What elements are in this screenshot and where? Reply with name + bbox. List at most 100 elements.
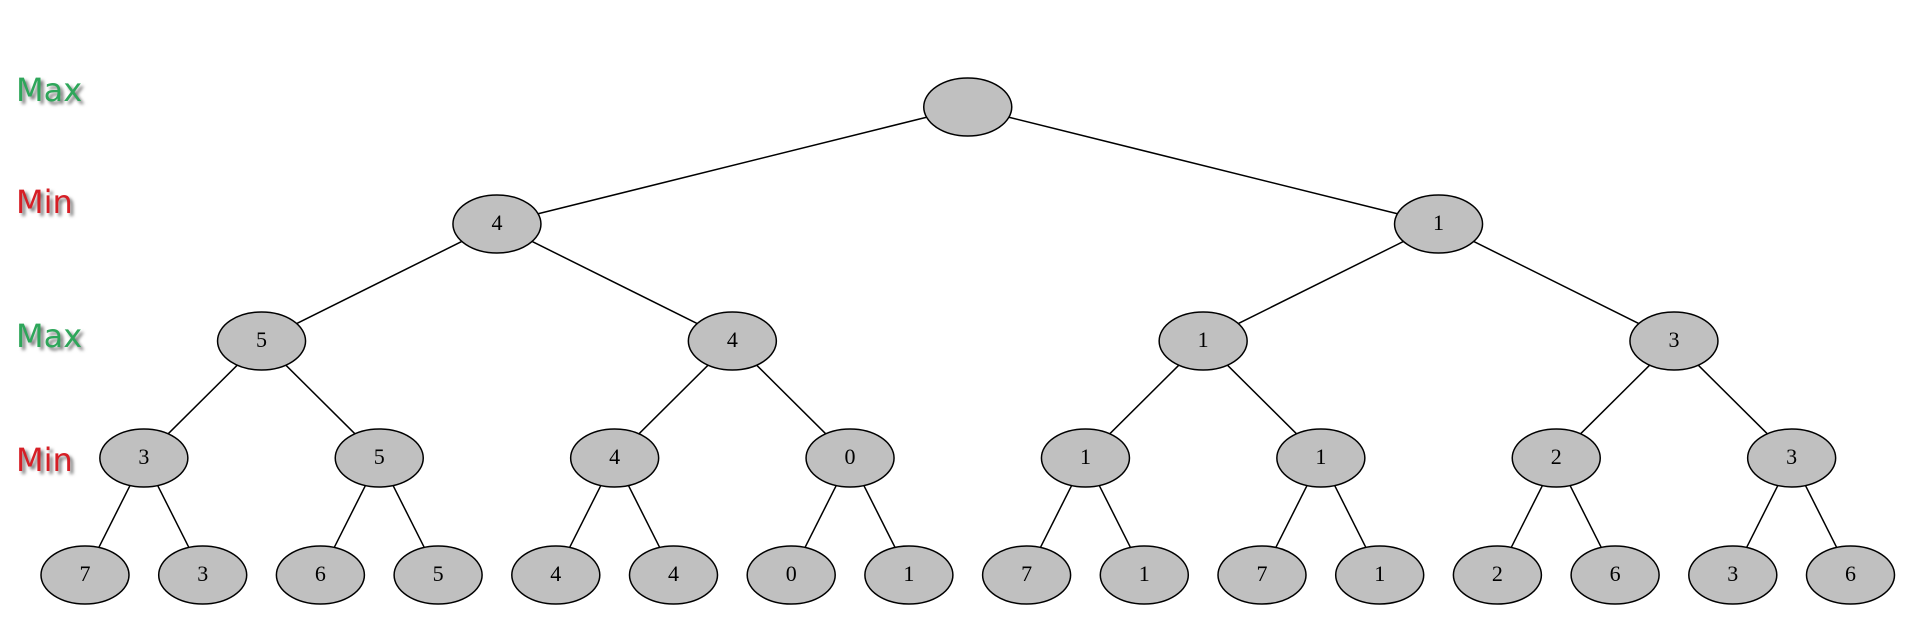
node-value-label: 2 [1551, 444, 1562, 469]
node-ellipse [1629, 311, 1719, 371]
node-value-label: 2 [1492, 561, 1503, 586]
tree-edge [863, 485, 896, 548]
tree-node-root [923, 77, 1013, 137]
tree-node: 4 [628, 545, 719, 605]
tree-edge [531, 240, 698, 325]
node-value-label: 0 [845, 444, 856, 469]
node-ellipse [275, 545, 366, 605]
tree-edge [1745, 485, 1779, 548]
node-value-label: 7 [80, 561, 91, 586]
node-value-label: 3 [1727, 561, 1738, 586]
tree-edge [1580, 364, 1651, 435]
tree-edge [167, 364, 238, 435]
node-ellipse [805, 428, 895, 488]
node-ellipse [569, 428, 660, 488]
node-ellipse [99, 428, 189, 488]
tree-node: 3 [1688, 545, 1778, 605]
node-value-label: 3 [1786, 444, 1797, 469]
level-label-max-1: Max [16, 71, 83, 109]
tree-edge [392, 485, 425, 548]
tree-node: 6 [1805, 545, 1896, 605]
node-value-label: 5 [374, 444, 385, 469]
tree-edge [756, 364, 827, 435]
node-ellipse [40, 545, 130, 605]
node-ellipse [1805, 545, 1896, 605]
node-ellipse [1334, 545, 1425, 605]
tree-node: 1 [1393, 194, 1484, 254]
node-value-label: 4 [550, 561, 561, 586]
node-value-label: 5 [433, 561, 444, 586]
tree-edge [1334, 485, 1367, 548]
tree-node: 5 [216, 311, 307, 371]
node-ellipse [1511, 428, 1601, 488]
level-label-min-1: Min [16, 183, 73, 221]
node-value-label: 1 [1198, 327, 1209, 352]
tree-edge [98, 485, 131, 548]
tree-node: 1 [864, 545, 954, 605]
tree-edge [627, 485, 661, 548]
tree-node: 2 [1511, 428, 1601, 488]
tree-node: 6 [1570, 545, 1660, 605]
tree-node: 1 [1158, 311, 1248, 371]
node-ellipse [1040, 428, 1131, 488]
node-ellipse [452, 194, 542, 254]
node-value-label: 4 [668, 561, 679, 586]
node-ellipse [511, 545, 601, 605]
tree-edge [1226, 364, 1298, 435]
tree-node: 2 [1452, 545, 1543, 605]
tree-edge [1275, 485, 1308, 548]
level-label-max-2: Max [16, 317, 83, 355]
tree-edge [296, 240, 463, 325]
tree-edge [1039, 485, 1073, 548]
tree-edge [537, 116, 927, 215]
node-ellipse [1276, 428, 1366, 488]
node-ellipse [1393, 194, 1484, 254]
tree-edge [1237, 240, 1404, 325]
tree-edge [1804, 485, 1838, 548]
tree-edge [568, 485, 602, 548]
node-value-label: 1 [1374, 561, 1385, 586]
tree-edges [98, 116, 1838, 548]
node-ellipse [157, 545, 248, 605]
tree-edge [1098, 485, 1132, 548]
tree-node: 5 [393, 545, 483, 605]
node-value-label: 7 [1021, 561, 1032, 586]
tree-edge [1569, 485, 1602, 548]
node-ellipse [864, 545, 954, 605]
tree-node: 6 [275, 545, 366, 605]
node-ellipse [687, 311, 778, 371]
node-value-label: 3 [138, 444, 149, 469]
tree-edge [1697, 364, 1768, 435]
node-value-label: 1 [1139, 561, 1150, 586]
tree-edge [333, 485, 367, 548]
node-value-label: 3 [197, 561, 208, 586]
tree-node: 3 [99, 428, 189, 488]
node-ellipse [981, 545, 1072, 605]
tree-node: 4 [687, 311, 778, 371]
node-ellipse [1099, 545, 1190, 605]
node-value-label: 1 [1433, 210, 1444, 235]
tree-node: 4 [511, 545, 601, 605]
node-value-label: 1 [1315, 444, 1326, 469]
tree-edge [285, 364, 356, 435]
tree-edge [1510, 485, 1544, 548]
node-ellipse [628, 545, 719, 605]
tree-node: 7 [1217, 545, 1307, 605]
tree-node: 0 [805, 428, 895, 488]
node-value-label: 6 [315, 561, 326, 586]
node-value-label: 3 [1668, 327, 1679, 352]
tree-node: 7 [40, 545, 130, 605]
node-ellipse [1452, 545, 1543, 605]
tree-node: 0 [746, 545, 836, 605]
node-value-label: 1 [1080, 444, 1091, 469]
node-value-label: 6 [1610, 561, 1621, 586]
node-value-label: 5 [256, 327, 267, 352]
tree-node: 3 [1629, 311, 1719, 371]
tree-edge [1473, 240, 1640, 325]
node-ellipse [1217, 545, 1307, 605]
node-ellipse [1570, 545, 1660, 605]
tree-node: 1 [1099, 545, 1190, 605]
tree-edge [638, 364, 709, 435]
